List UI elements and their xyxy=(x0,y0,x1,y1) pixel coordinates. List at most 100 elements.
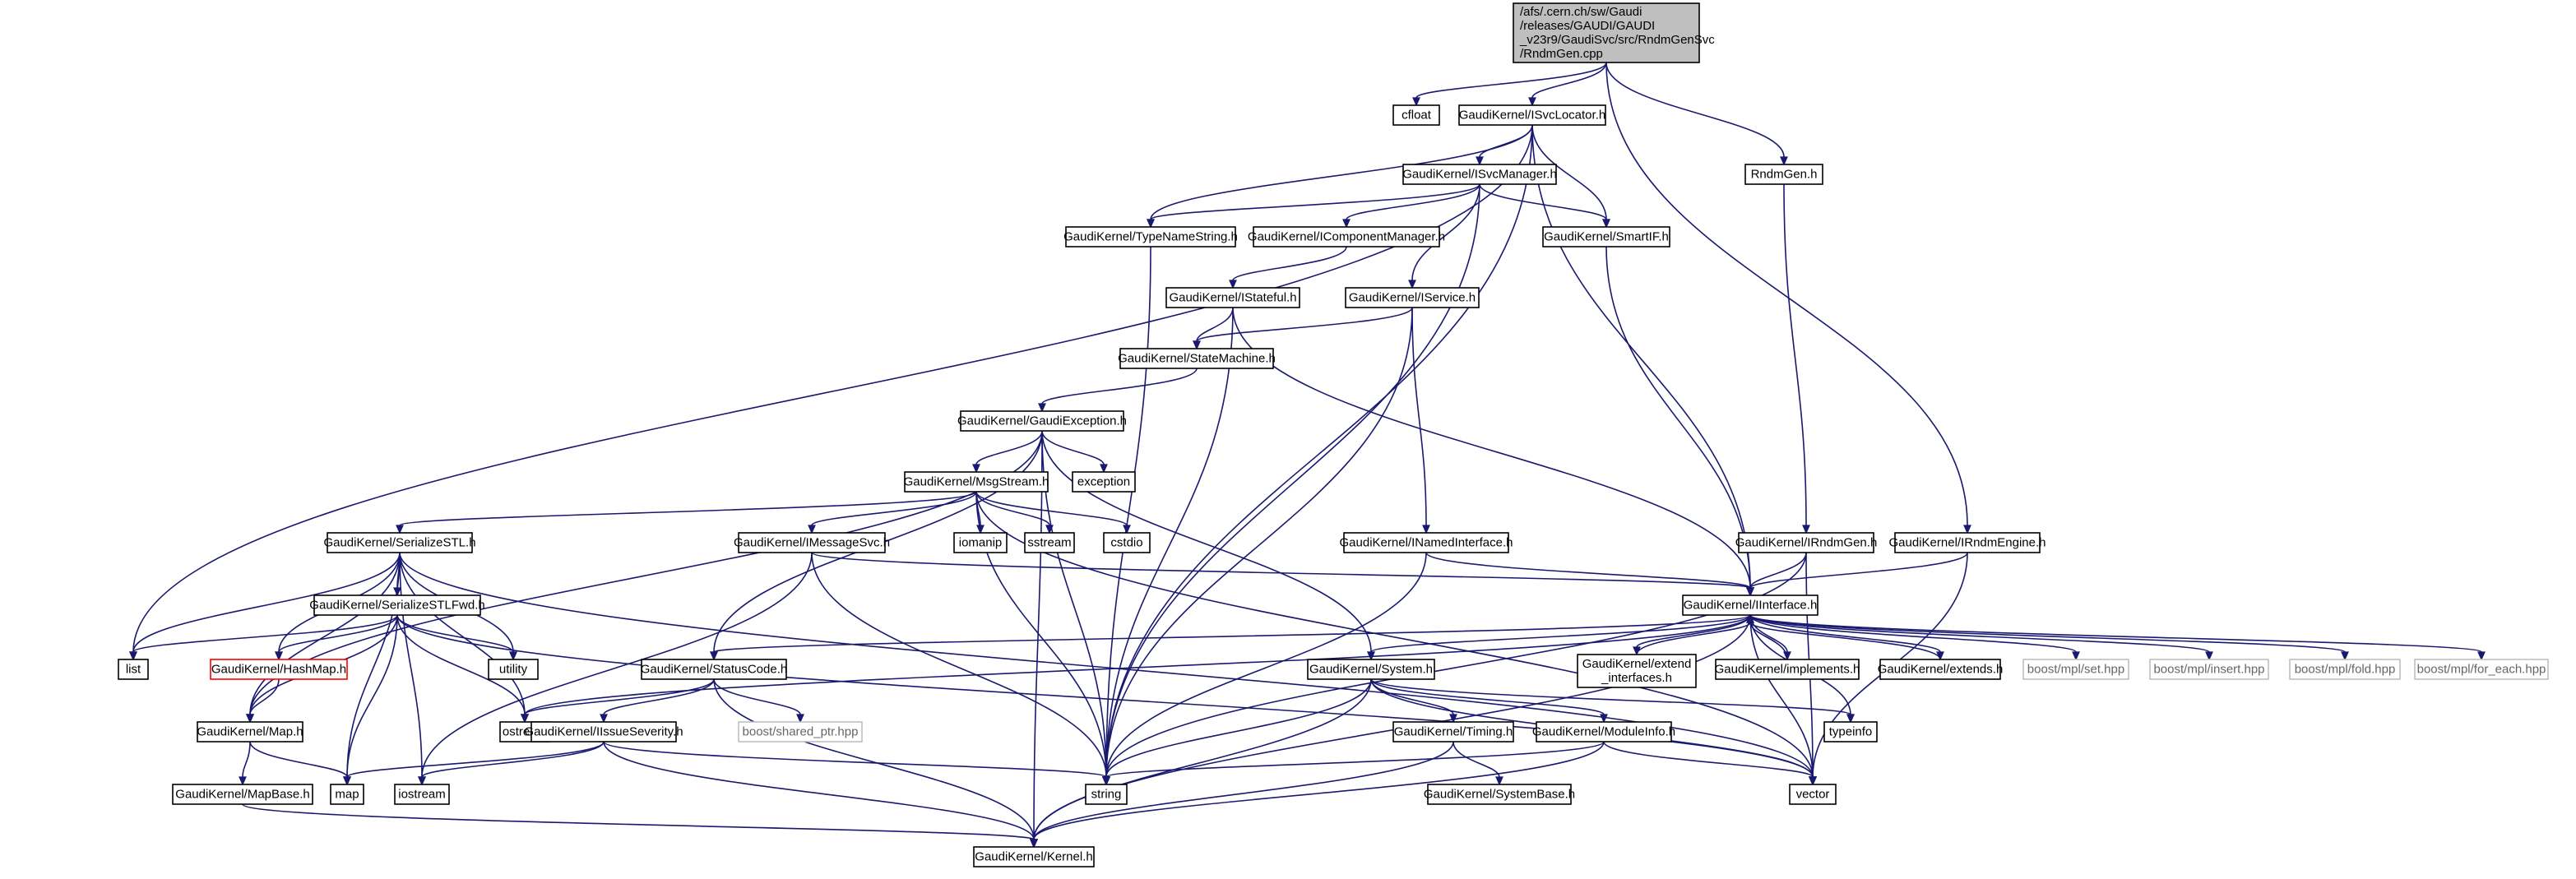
node-serializestl[interactable]: GaudiKernel/SerializeSTL.h xyxy=(323,532,476,553)
node-label-irndmengine: GaudiKernel/IRndmEngine.h xyxy=(1889,536,2046,550)
edge-serializestlfwd-to-hashmap xyxy=(278,614,398,653)
node-box-istateful xyxy=(1165,287,1300,308)
node-exception[interactable]: exception xyxy=(1072,471,1136,493)
node-box-icomponentmanager xyxy=(1253,226,1440,248)
edge-arrowhead-serializestlfwd-to-utility xyxy=(509,651,517,661)
node-string[interactable]: string xyxy=(1085,784,1128,805)
edge-arrowhead-msgstream-to-cstdio xyxy=(1123,525,1131,534)
node-root[interactable]: /afs/.cern.ch/sw/Gaudi/releases/GAUDI/GA… xyxy=(1513,2,1715,63)
node-serializestlfwd[interactable]: GaudiKernel/SerializeSTLFwd.h xyxy=(309,594,485,616)
node-iostream[interactable]: iostream xyxy=(394,784,450,805)
node-box-statemachine xyxy=(1119,348,1274,369)
node-irndmengine[interactable]: GaudiKernel/IRndmEngine.h xyxy=(1889,532,2046,553)
node-label-iostream: iostream xyxy=(398,788,446,802)
node-box-irndmgen xyxy=(1738,532,1874,553)
node-icomponentmanager[interactable]: GaudiKernel/IComponentManager.h xyxy=(1248,226,1445,248)
edge-arrowhead-iinterface-to-mpl_set xyxy=(2072,651,2080,661)
edge-istateful-to-statemachine xyxy=(1196,307,1234,342)
node-box-msgstream xyxy=(904,471,1049,493)
edge-serializestlfwd-to-list xyxy=(132,614,398,653)
node-label-timing: GaudiKernel/Timing.h xyxy=(1394,725,1513,739)
node-typeinfo[interactable]: typeinfo xyxy=(1823,721,1878,743)
edge-arrowhead-serializestlfwd-to-list xyxy=(129,651,137,661)
node-system[interactable]: GaudiKernel/System.h xyxy=(1307,659,1435,680)
node-gaudiexception[interactable]: GaudiKernel/GaudiException.h xyxy=(957,410,1127,432)
node-mapbase[interactable]: GaudiKernel/MapBase.h xyxy=(172,784,313,805)
node-mpl_set: boost/mpl/set.hpp xyxy=(2022,659,2129,680)
node-utility[interactable]: utility xyxy=(488,659,539,680)
edge-irndmgen-to-string xyxy=(1105,552,1807,778)
edge-arrowhead-rndmgen_h-to-irndmgen xyxy=(1802,525,1810,534)
node-iomanip[interactable]: iomanip xyxy=(953,532,1008,553)
nodes-layer: /afs/.cern.ch/sw/Gaudi/releases/GAUDI/GA… xyxy=(118,2,2549,867)
edge-arrowhead-system-to-typeinfo xyxy=(1846,714,1855,724)
node-extend_interfaces[interactable]: GaudiKernel/extend_interfaces.h xyxy=(1577,654,1697,688)
node-label-typeinfo: typeinfo xyxy=(1829,725,1873,739)
node-sstream[interactable]: sstream xyxy=(1024,532,1075,553)
node-isvcmanager[interactable]: GaudiKernel/ISvcManager.h xyxy=(1402,164,1557,185)
edge-serializestl-to-map xyxy=(346,552,401,778)
edge-mapbase-to-kernel xyxy=(242,803,1035,840)
edge-isvcmanager-to-typenamestring xyxy=(1150,183,1480,220)
node-extends[interactable]: GaudiKernel/extends.h xyxy=(1878,659,2004,680)
node-box-isvclocator xyxy=(1458,104,1606,126)
node-box-serializestl xyxy=(327,532,473,553)
edge-system-to-moduleinfo xyxy=(1370,678,1605,715)
edge-arrowhead-iseverity-to-map xyxy=(343,776,351,786)
edge-typenamestring-to-string xyxy=(1105,246,1151,778)
node-label-rndmgen_h: RndmGen.h xyxy=(1751,168,1818,182)
node-irndmgen[interactable]: GaudiKernel/IRndmGen.h xyxy=(1735,532,1878,553)
edge-inamedinterface-to-iinterface xyxy=(1425,552,1751,589)
edge-msgstream-to-imessagesvc xyxy=(811,491,977,526)
node-map_h[interactable]: GaudiKernel/Map.h xyxy=(197,721,303,743)
node-iseverity[interactable]: GaudiKernel/IIssueSeverity.h xyxy=(524,721,683,743)
edge-arrowhead-iservice-to-inamedinterface xyxy=(1422,525,1430,534)
edge-arrowhead-map_h-to-mapbase xyxy=(239,776,247,786)
node-implements[interactable]: GaudiKernel/implements.h xyxy=(1715,659,1860,680)
node-label-hashmap: GaudiKernel/HashMap.h xyxy=(211,663,346,677)
edge-arrowhead-serializestlfwd-to-hashmap xyxy=(275,651,283,661)
edge-serializestl-to-list xyxy=(132,552,401,653)
node-systembase[interactable]: GaudiKernel/SystemBase.h xyxy=(1424,784,1575,805)
node-vector[interactable]: vector xyxy=(1789,784,1837,805)
node-label-kernel: GaudiKernel/Kernel.h xyxy=(975,850,1092,864)
node-rndmgen_h[interactable]: RndmGen.h xyxy=(1744,164,1823,185)
node-inamedinterface[interactable]: GaudiKernel/INamedInterface.h xyxy=(1340,532,1513,553)
edge-iinterface-to-mpl_for_each xyxy=(1749,614,2482,653)
node-map[interactable]: map xyxy=(330,784,364,805)
edge-isvclocator-to-isvcmanager xyxy=(1479,124,1533,158)
node-typenamestring[interactable]: GaudiKernel/TypeNameString.h xyxy=(1063,226,1238,248)
node-box-iinterface xyxy=(1682,594,1818,616)
node-msgstream[interactable]: GaudiKernel/MsgStream.h xyxy=(904,471,1049,493)
node-statuscode[interactable]: GaudiKernel/StatusCode.h xyxy=(641,659,787,680)
node-kernel[interactable]: GaudiKernel/Kernel.h xyxy=(973,846,1095,867)
node-label-string: string xyxy=(1091,788,1122,802)
edge-iinterface-to-ostream xyxy=(524,614,1751,715)
edge-moduleinfo-to-vector xyxy=(1603,741,1814,778)
node-box-statuscode xyxy=(641,659,787,680)
node-iinterface[interactable]: GaudiKernel/IInterface.h xyxy=(1682,594,1818,616)
node-hashmap[interactable]: GaudiKernel/HashMap.h xyxy=(210,659,348,680)
node-label-root: /RndmGen.cpp xyxy=(1520,47,1603,61)
node-iservice[interactable]: GaudiKernel/IService.h xyxy=(1345,287,1480,308)
node-box-shared_ptr xyxy=(738,721,863,743)
node-box-system xyxy=(1307,659,1435,680)
node-box-map_h xyxy=(197,721,303,743)
node-imessagesvc[interactable]: GaudiKernel/IMessageSvc.h xyxy=(734,532,890,553)
edge-iservice-to-string xyxy=(1105,307,1413,778)
node-label-root: /afs/.cern.ch/sw/Gaudi xyxy=(1520,5,1642,19)
node-isvclocator[interactable]: GaudiKernel/ISvcLocator.h xyxy=(1458,104,1606,126)
edge-timing-to-systembase xyxy=(1452,741,1500,778)
node-istateful[interactable]: GaudiKernel/IStateful.h xyxy=(1165,287,1300,308)
edge-root-to-isvclocator xyxy=(1531,62,1607,99)
node-statemachine[interactable]: GaudiKernel/StateMachine.h xyxy=(1118,348,1276,369)
node-timing[interactable]: GaudiKernel/Timing.h xyxy=(1392,721,1514,743)
node-cfloat[interactable]: cfloat xyxy=(1392,104,1440,126)
node-moduleinfo[interactable]: GaudiKernel/ModuleInfo.h xyxy=(1532,721,1675,743)
node-box-iservice xyxy=(1345,287,1480,308)
edge-irndmengine-to-iinterface xyxy=(1749,552,1968,589)
node-cstdio[interactable]: cstdio xyxy=(1103,532,1151,553)
node-smartif[interactable]: GaudiKernel/SmartIF.h xyxy=(1542,226,1670,248)
node-list[interactable]: list xyxy=(118,659,149,680)
node-box-moduleinfo xyxy=(1536,721,1672,743)
